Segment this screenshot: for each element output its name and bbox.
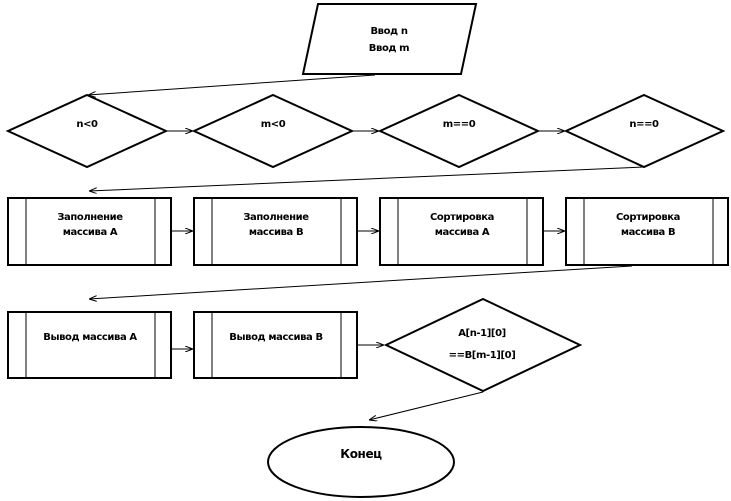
decision-n-eq-0-label: n==0 — [629, 119, 659, 130]
process-fill-a-line-2: массива A — [63, 227, 118, 238]
process-fill-b: Заполнение массива B — [193, 197, 358, 266]
process-sort-a: Сортировка массива A — [379, 197, 544, 266]
process-sort-b-line-1: Сортировка — [616, 212, 680, 223]
input-line-2: Ввод m — [369, 43, 409, 54]
process-sort-b: Сортировка массива B — [565, 197, 729, 266]
process-output-a: Вывод массива A — [7, 311, 172, 379]
decision-n-lt-0: n<0 — [5, 93, 169, 169]
decision-n-lt-0-label: n<0 — [76, 119, 98, 130]
process-output-a-label: Вывод массива A — [43, 332, 137, 343]
edge-sort-b-to-output-a — [89, 265, 633, 299]
decision-final-line-2: ==B[m-1][0] — [449, 350, 516, 361]
decision-m-eq-0: m==0 — [377, 93, 541, 169]
process-fill-b-line-2: массива B — [249, 227, 303, 238]
process-fill-a-line-1: Заполнение — [57, 212, 123, 223]
decision-final-line-1: A[n-1][0] — [458, 328, 506, 339]
edge-n-eq-0-to-fill-a — [89, 166, 645, 191]
terminator-end: Конец — [267, 426, 455, 498]
terminator-end-label: Конец — [340, 447, 382, 461]
edge-input-to-n-lt-0 — [88, 74, 376, 95]
process-output-b: Вывод массива B — [193, 311, 358, 379]
decision-n-eq-0: n==0 — [563, 93, 726, 169]
input-line-1: Ввод n — [370, 26, 407, 37]
decision-m-eq-0-label: m==0 — [443, 119, 476, 130]
input-node: Ввод n Ввод m — [301, 3, 478, 75]
process-fill-a: Заполнение массива A — [7, 197, 172, 266]
process-sort-b-line-2: массива B — [621, 227, 675, 238]
process-sort-a-line-1: Сортировка — [430, 212, 494, 223]
decision-m-lt-0-label: m<0 — [261, 119, 286, 130]
decision-m-lt-0: m<0 — [191, 93, 355, 169]
decision-final: A[n-1][0] ==B[m-1][0] — [383, 297, 583, 393]
edge-final-condition-to-end — [369, 391, 484, 420]
process-fill-b-line-1: Заполнение — [243, 212, 309, 223]
process-output-b-label: Вывод массива B — [229, 332, 322, 343]
process-sort-a-line-2: массива A — [435, 227, 490, 238]
